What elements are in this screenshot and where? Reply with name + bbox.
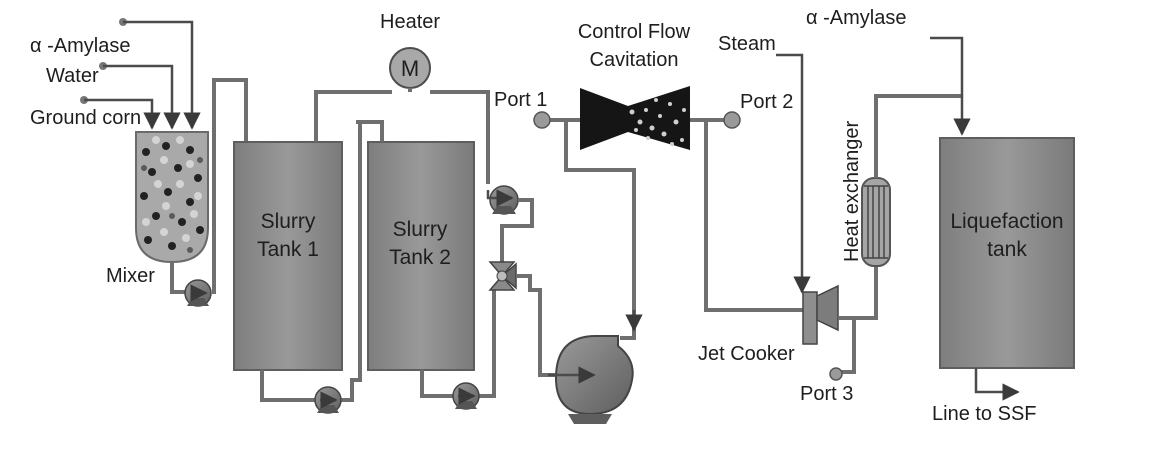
port-1 bbox=[533, 111, 551, 129]
heater-symbol: M bbox=[401, 56, 419, 81]
mixer-label: Mixer bbox=[106, 265, 155, 287]
cavitation-device bbox=[580, 86, 690, 150]
liquefaction-tank bbox=[939, 137, 1075, 369]
pump-tank2-outlet bbox=[452, 382, 480, 410]
port-2 bbox=[723, 111, 741, 129]
ground-corn-input-label: Ground corn bbox=[30, 107, 141, 129]
port-2-label: Port 2 bbox=[740, 91, 793, 113]
slurry-tank-1-label-line1: Slurry bbox=[261, 210, 316, 233]
port-1-label: Port 1 bbox=[494, 89, 547, 111]
cavitation-label-line2: Cavitation bbox=[590, 49, 679, 71]
heater: M bbox=[389, 47, 431, 89]
pump-mixer-outlet bbox=[184, 279, 212, 307]
pump-tank1-outlet bbox=[314, 386, 342, 414]
alpha-amylase-input-label: α -Amylase bbox=[30, 35, 130, 57]
heat-exchanger-label: Heat exchanger bbox=[841, 120, 863, 262]
steam-label: Steam bbox=[718, 33, 776, 55]
port-3-label: Port 3 bbox=[800, 383, 853, 405]
heat-exchanger bbox=[861, 177, 891, 267]
slurry-tank-2 bbox=[367, 141, 475, 371]
jet-cooker bbox=[802, 284, 839, 345]
slurry-tank-1 bbox=[233, 141, 343, 371]
cavitation-label-line1: Control Flow bbox=[578, 21, 691, 43]
pump-recirculation bbox=[486, 185, 519, 215]
slurry-tank-2-label-line1: Slurry bbox=[393, 218, 448, 241]
jet-cooker-label: Jet Cooker bbox=[698, 343, 795, 365]
liquefaction-tank-label-line1: Liquefaction bbox=[950, 210, 1063, 233]
feed-lines bbox=[80, 18, 201, 130]
line-to-ssf-label: Line to SSF bbox=[932, 403, 1037, 425]
heater-label: Heater bbox=[380, 11, 440, 33]
slurry-tank-1-label-line2: Tank 1 bbox=[257, 238, 319, 261]
port-3 bbox=[829, 367, 843, 381]
liquefaction-tank-label-line2: tank bbox=[987, 238, 1027, 261]
slurry-tank-2-label-line2: Tank 2 bbox=[389, 246, 451, 269]
water-input-label: Water bbox=[46, 65, 99, 87]
alpha-amylase-right-label: α -Amylase bbox=[806, 7, 906, 29]
three-way-valve bbox=[488, 261, 517, 291]
main-circulation-pump bbox=[548, 335, 634, 424]
mixer-vessel bbox=[135, 131, 209, 264]
